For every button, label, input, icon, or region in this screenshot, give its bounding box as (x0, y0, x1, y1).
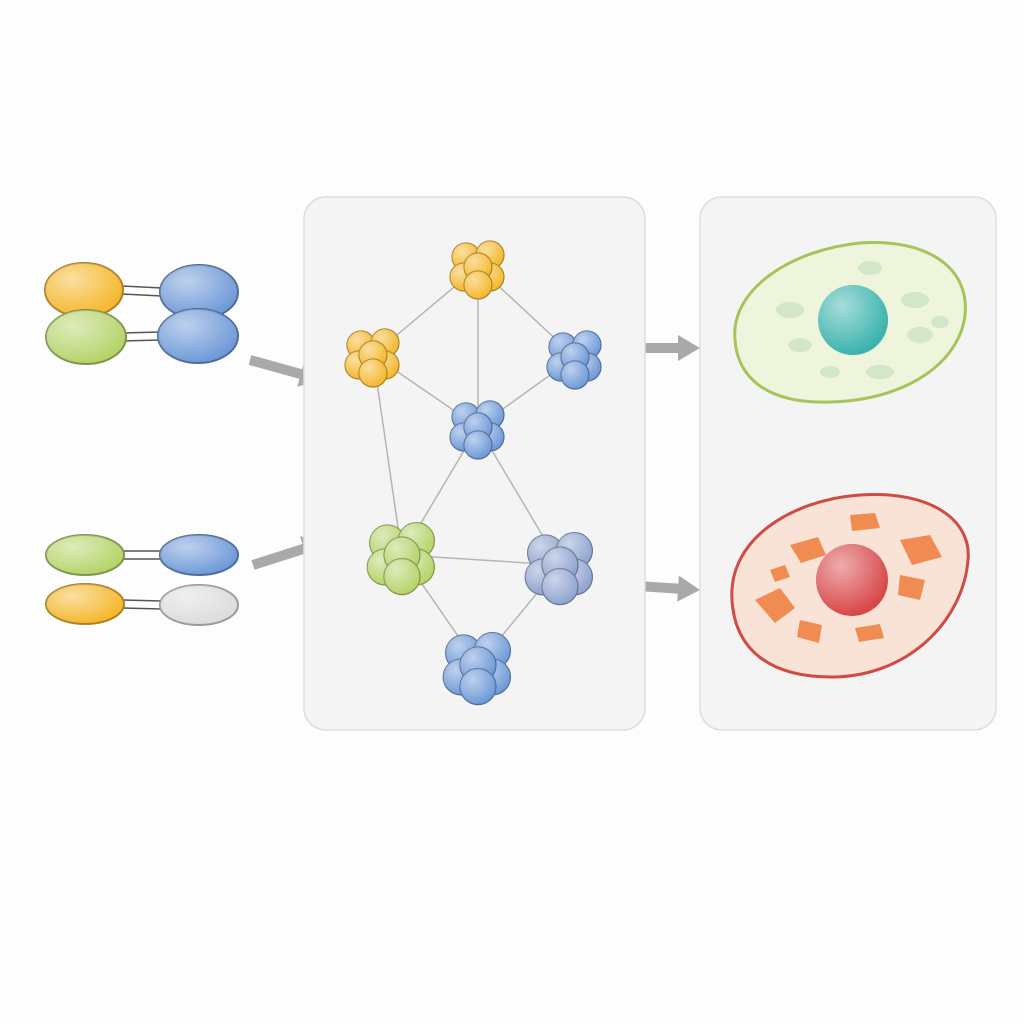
blue-protein-complex (546, 330, 602, 390)
yellow-protein-complex (344, 328, 400, 388)
input-pair (44, 262, 239, 320)
blue-protein-complex (442, 631, 511, 706)
arrow-icon (622, 335, 700, 361)
bluegray-protein-complex (524, 531, 594, 606)
input-pairs (44, 262, 239, 626)
input-pair (45, 308, 239, 365)
network-edge (372, 354, 403, 556)
blue-protein-complex (449, 400, 505, 460)
network-nodes (344, 240, 602, 706)
yellow-protein-complex (449, 240, 505, 300)
plant-like-cell (733, 240, 967, 404)
green-protein-complex (366, 521, 435, 596)
animal-like-cell (730, 492, 970, 679)
input-pair (45, 534, 239, 576)
input-pair (45, 583, 239, 626)
